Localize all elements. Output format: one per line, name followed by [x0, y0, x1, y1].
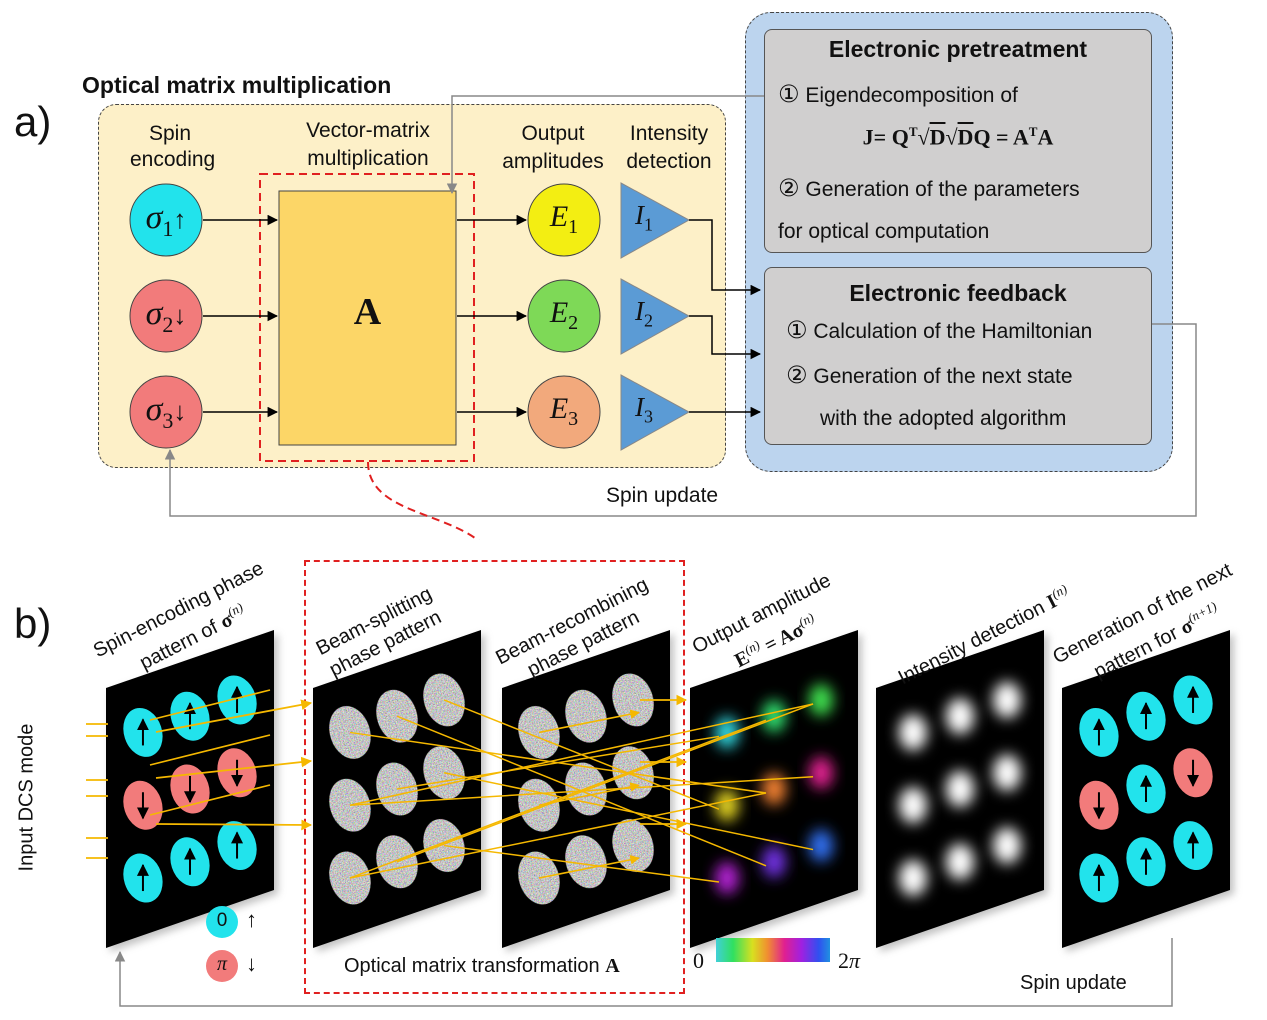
vector-matrix-label-2: multiplication: [307, 147, 429, 170]
intensity-spot: [946, 698, 974, 735]
cross-beam: [396, 703, 814, 863]
cross-beam: [443, 772, 814, 851]
beam: [149, 689, 271, 721]
cross-beam: [349, 703, 814, 806]
panel-a-diagram: [129, 95, 1197, 540]
phase-spot: [612, 819, 654, 872]
beam: [155, 819, 313, 831]
cross-beam: [349, 776, 814, 806]
amplitude-circle-3: [527, 375, 601, 449]
intensity-spot: [898, 787, 927, 824]
amplitude-spot: [809, 829, 834, 862]
amplitude-circle-2: [527, 279, 601, 353]
phase-spot: [518, 851, 560, 905]
amplitude-spot: [762, 845, 786, 878]
spin-circle-2: [129, 279, 203, 353]
beam: [538, 709, 640, 734]
detector-triangle-1: [620, 182, 691, 259]
phase-colorbar: [716, 938, 830, 962]
cross-beam: [443, 844, 720, 883]
beam: [155, 699, 313, 733]
cross-beam: [349, 792, 767, 879]
spin-label-3: σ3↓: [145, 391, 187, 433]
legend-down-arrow: ↓: [246, 951, 257, 976]
beam: [538, 782, 640, 807]
beam: [155, 756, 313, 779]
feedback-item-1: ① Calculation of the Hamiltonian: [786, 317, 1093, 344]
cross-beam: [396, 735, 720, 790]
panel-a-label: a): [14, 98, 52, 145]
output-amplitudes-label-1: Output: [521, 122, 585, 145]
feedback-item-2: ② Generation of the next state: [786, 362, 1073, 389]
amplitude-spot: [762, 773, 786, 805]
intensity-spot: [993, 827, 1022, 864]
amplitude-spot: [762, 700, 786, 733]
amplitude-spot: [809, 683, 834, 716]
legend-pi-label: π: [216, 953, 228, 975]
optical-multiplication-title: Optical matrix multiplication: [82, 72, 392, 98]
feedback-item-2-cont: with the adopted algorithm: [820, 407, 1067, 430]
electronic-pretreatment-box: [764, 29, 1152, 253]
intensity-spot: [946, 843, 974, 880]
spin-update-label-b: Spin update: [1020, 972, 1127, 994]
intensity-spot: [946, 771, 974, 807]
optical-transform-caption: Optical matrix transformation A: [344, 955, 620, 977]
intensity-detection-label-2: detection: [626, 150, 712, 173]
matrix-a-block: [278, 190, 457, 446]
amplitude-label-1: E1: [549, 200, 579, 238]
detector-label-3: I3: [635, 392, 653, 427]
legend-up-arrow: ↑: [246, 907, 257, 932]
detector-label-1: I1: [635, 200, 653, 235]
spin-update-label-a: Spin update: [606, 484, 719, 507]
beam: [538, 855, 640, 879]
output-amplitudes-label-2: amplitudes: [502, 150, 604, 173]
spin-encoding-label: Spin encoding: [130, 122, 216, 171]
spin-circle-3: [129, 375, 203, 449]
phase-spot: [329, 851, 371, 905]
phase-spot: [612, 673, 654, 727]
legend-zero-label: 0: [216, 910, 228, 931]
phase-spot: [565, 835, 607, 889]
amplitude-spot: [714, 862, 739, 895]
intensity-detection-label-1: Intensity: [629, 122, 709, 145]
eigendecomposition-equation: J= QT√D√DQ = ATA: [862, 124, 1054, 150]
intensity-spot: [898, 714, 927, 751]
pretreatment-title: Electronic pretreatment: [828, 36, 1088, 62]
electronic-feedback-box: [764, 267, 1152, 445]
spin-update-loop-b: [114, 938, 1173, 1007]
phase-spot: [565, 689, 607, 743]
colorbar-min-label: 0: [693, 948, 704, 973]
pretreatment-item-1: ① Eigendecomposition of: [778, 81, 1018, 108]
pretreatment-item-2-cont: for optical computation: [778, 220, 990, 243]
spin-circle-1: [129, 183, 203, 257]
panel-b-diagram: [86, 630, 1234, 1007]
detector-triangle-3: [620, 374, 691, 451]
detector-triangle-2: [620, 278, 691, 355]
panel-b-label: b): [14, 600, 52, 647]
beam: [149, 734, 271, 766]
cross-beam: [349, 719, 767, 879]
spin-label-2: σ2↓: [145, 295, 187, 337]
colorbar-max-label: 2π: [838, 948, 861, 973]
amplitude-circle-1: [527, 183, 601, 257]
amplitude-spot: [714, 789, 739, 822]
intensity-spot: [993, 681, 1022, 718]
matrix-a-symbol: A: [353, 291, 382, 333]
amplitude-label-2: E2: [549, 296, 579, 334]
optical-transform-box: [304, 560, 685, 994]
vector-matrix-label-1: Vector-matrix: [306, 119, 430, 142]
pretreatment-item-2: ② Generation of the parameters: [778, 175, 1080, 202]
intensity-spot: [898, 860, 927, 897]
amplitude-spot: [809, 756, 834, 789]
legend-zero-circle: [206, 906, 238, 938]
legend-pi-circle: [206, 950, 238, 982]
feedback-title: Electronic feedback: [849, 280, 1067, 306]
detector-label-2: I2: [635, 296, 653, 331]
spin-label-1: σ1↑: [145, 199, 187, 241]
beam: [149, 784, 271, 816]
amplitude-label-3: E3: [549, 392, 579, 430]
matrix-highlight-box: [259, 173, 475, 462]
intensity-spot: [993, 754, 1022, 791]
